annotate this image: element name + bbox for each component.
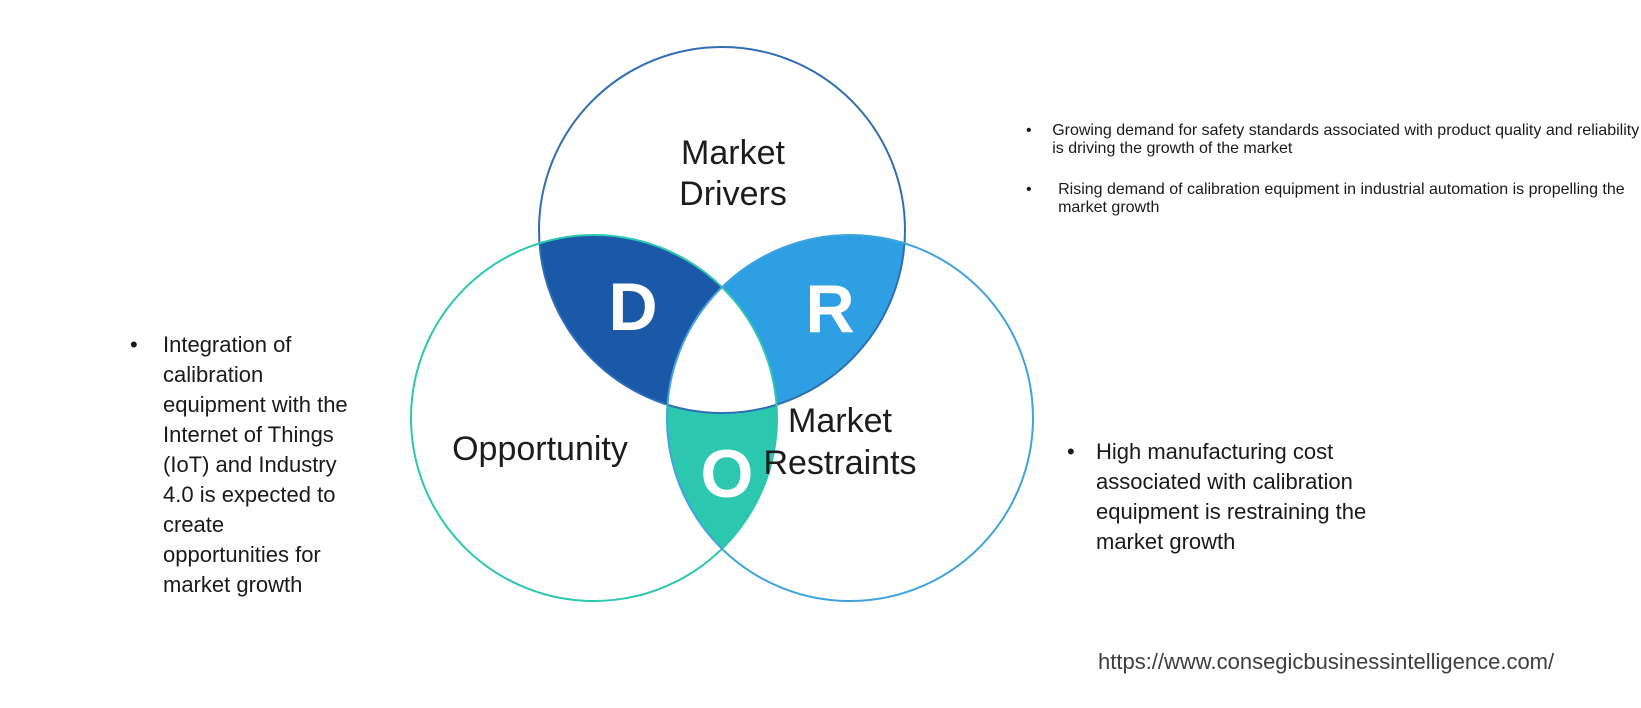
restraints-label-line2: Restraints — [763, 444, 916, 482]
source-url: https://www.consegicbusinessintelligence… — [1098, 649, 1555, 674]
drivers-label-line1: Market — [681, 134, 785, 172]
restraints-letter: R — [805, 271, 854, 347]
restraints-lens — [667, 235, 905, 413]
opportunity-note-text: Integration of calibration equipment wit… — [163, 330, 348, 600]
note-line: standards associated with product — [1248, 122, 1491, 139]
opportunity-letter: O — [701, 436, 754, 512]
drivers-note-1: • Growing demand for safety standards as… — [1026, 122, 1641, 158]
drivers-note-2: • Rising demand of calibration equipment… — [1026, 181, 1641, 217]
drivers-label-line2: Drivers — [679, 175, 787, 213]
restraints-circle-outline — [666, 234, 1034, 602]
note-line: associated with calibration — [1096, 469, 1353, 494]
note-line: Growing demand for safety — [1052, 122, 1245, 139]
note-line: create — [163, 512, 225, 537]
drivers-note-1-text: Growing demand for safety standards asso… — [1052, 122, 1641, 158]
restraints-label-line1: Market — [788, 402, 892, 440]
note-line: Rising demand of calibration — [1058, 181, 1260, 198]
note-line: (IoT) and Industry — [163, 452, 337, 477]
note-line: market growth — [1096, 529, 1236, 554]
note-line: 4.0 is expected to — [163, 482, 336, 507]
note-line: is propelling the market growth — [1058, 181, 1625, 216]
note-line: quality and reliability is driving the — [1052, 122, 1640, 157]
note-line: equipment is restraining the — [1096, 499, 1367, 524]
opportunity-note: • Integration of calibration equipment w… — [130, 330, 348, 600]
restraints-note: • High manufacturing cost associated wit… — [1067, 437, 1366, 557]
note-line: equipment in industrial automation — [1264, 181, 1509, 198]
drivers-circle-outline — [538, 46, 906, 414]
bullet-icon: • — [130, 332, 138, 357]
note-line: High manufacturing cost — [1096, 439, 1334, 464]
opportunity-label: Opportunity — [452, 430, 628, 468]
note-line: calibration — [163, 362, 264, 387]
note-line: Integration of — [163, 332, 292, 357]
note-line: equipment with the — [163, 392, 348, 417]
drivers-letter: D — [608, 269, 657, 345]
note-line: opportunities for — [163, 542, 321, 567]
bullet-icon: • — [1026, 181, 1032, 198]
restraints-note-text: High manufacturing cost associated with … — [1096, 437, 1366, 557]
opportunity-circle-outline — [410, 234, 778, 602]
bullet-icon: • — [1026, 122, 1032, 139]
drivers-lens — [539, 235, 777, 413]
bullet-icon: • — [1067, 439, 1075, 464]
note-line: Internet of Things — [163, 422, 334, 447]
drivers-notes: • Growing demand for safety standards as… — [1026, 122, 1641, 217]
note-line: market growth — [163, 572, 303, 597]
drivers-note-2-text: Rising demand of calibration equipment i… — [1058, 181, 1641, 217]
note-line: growth of the market — [1146, 140, 1293, 157]
